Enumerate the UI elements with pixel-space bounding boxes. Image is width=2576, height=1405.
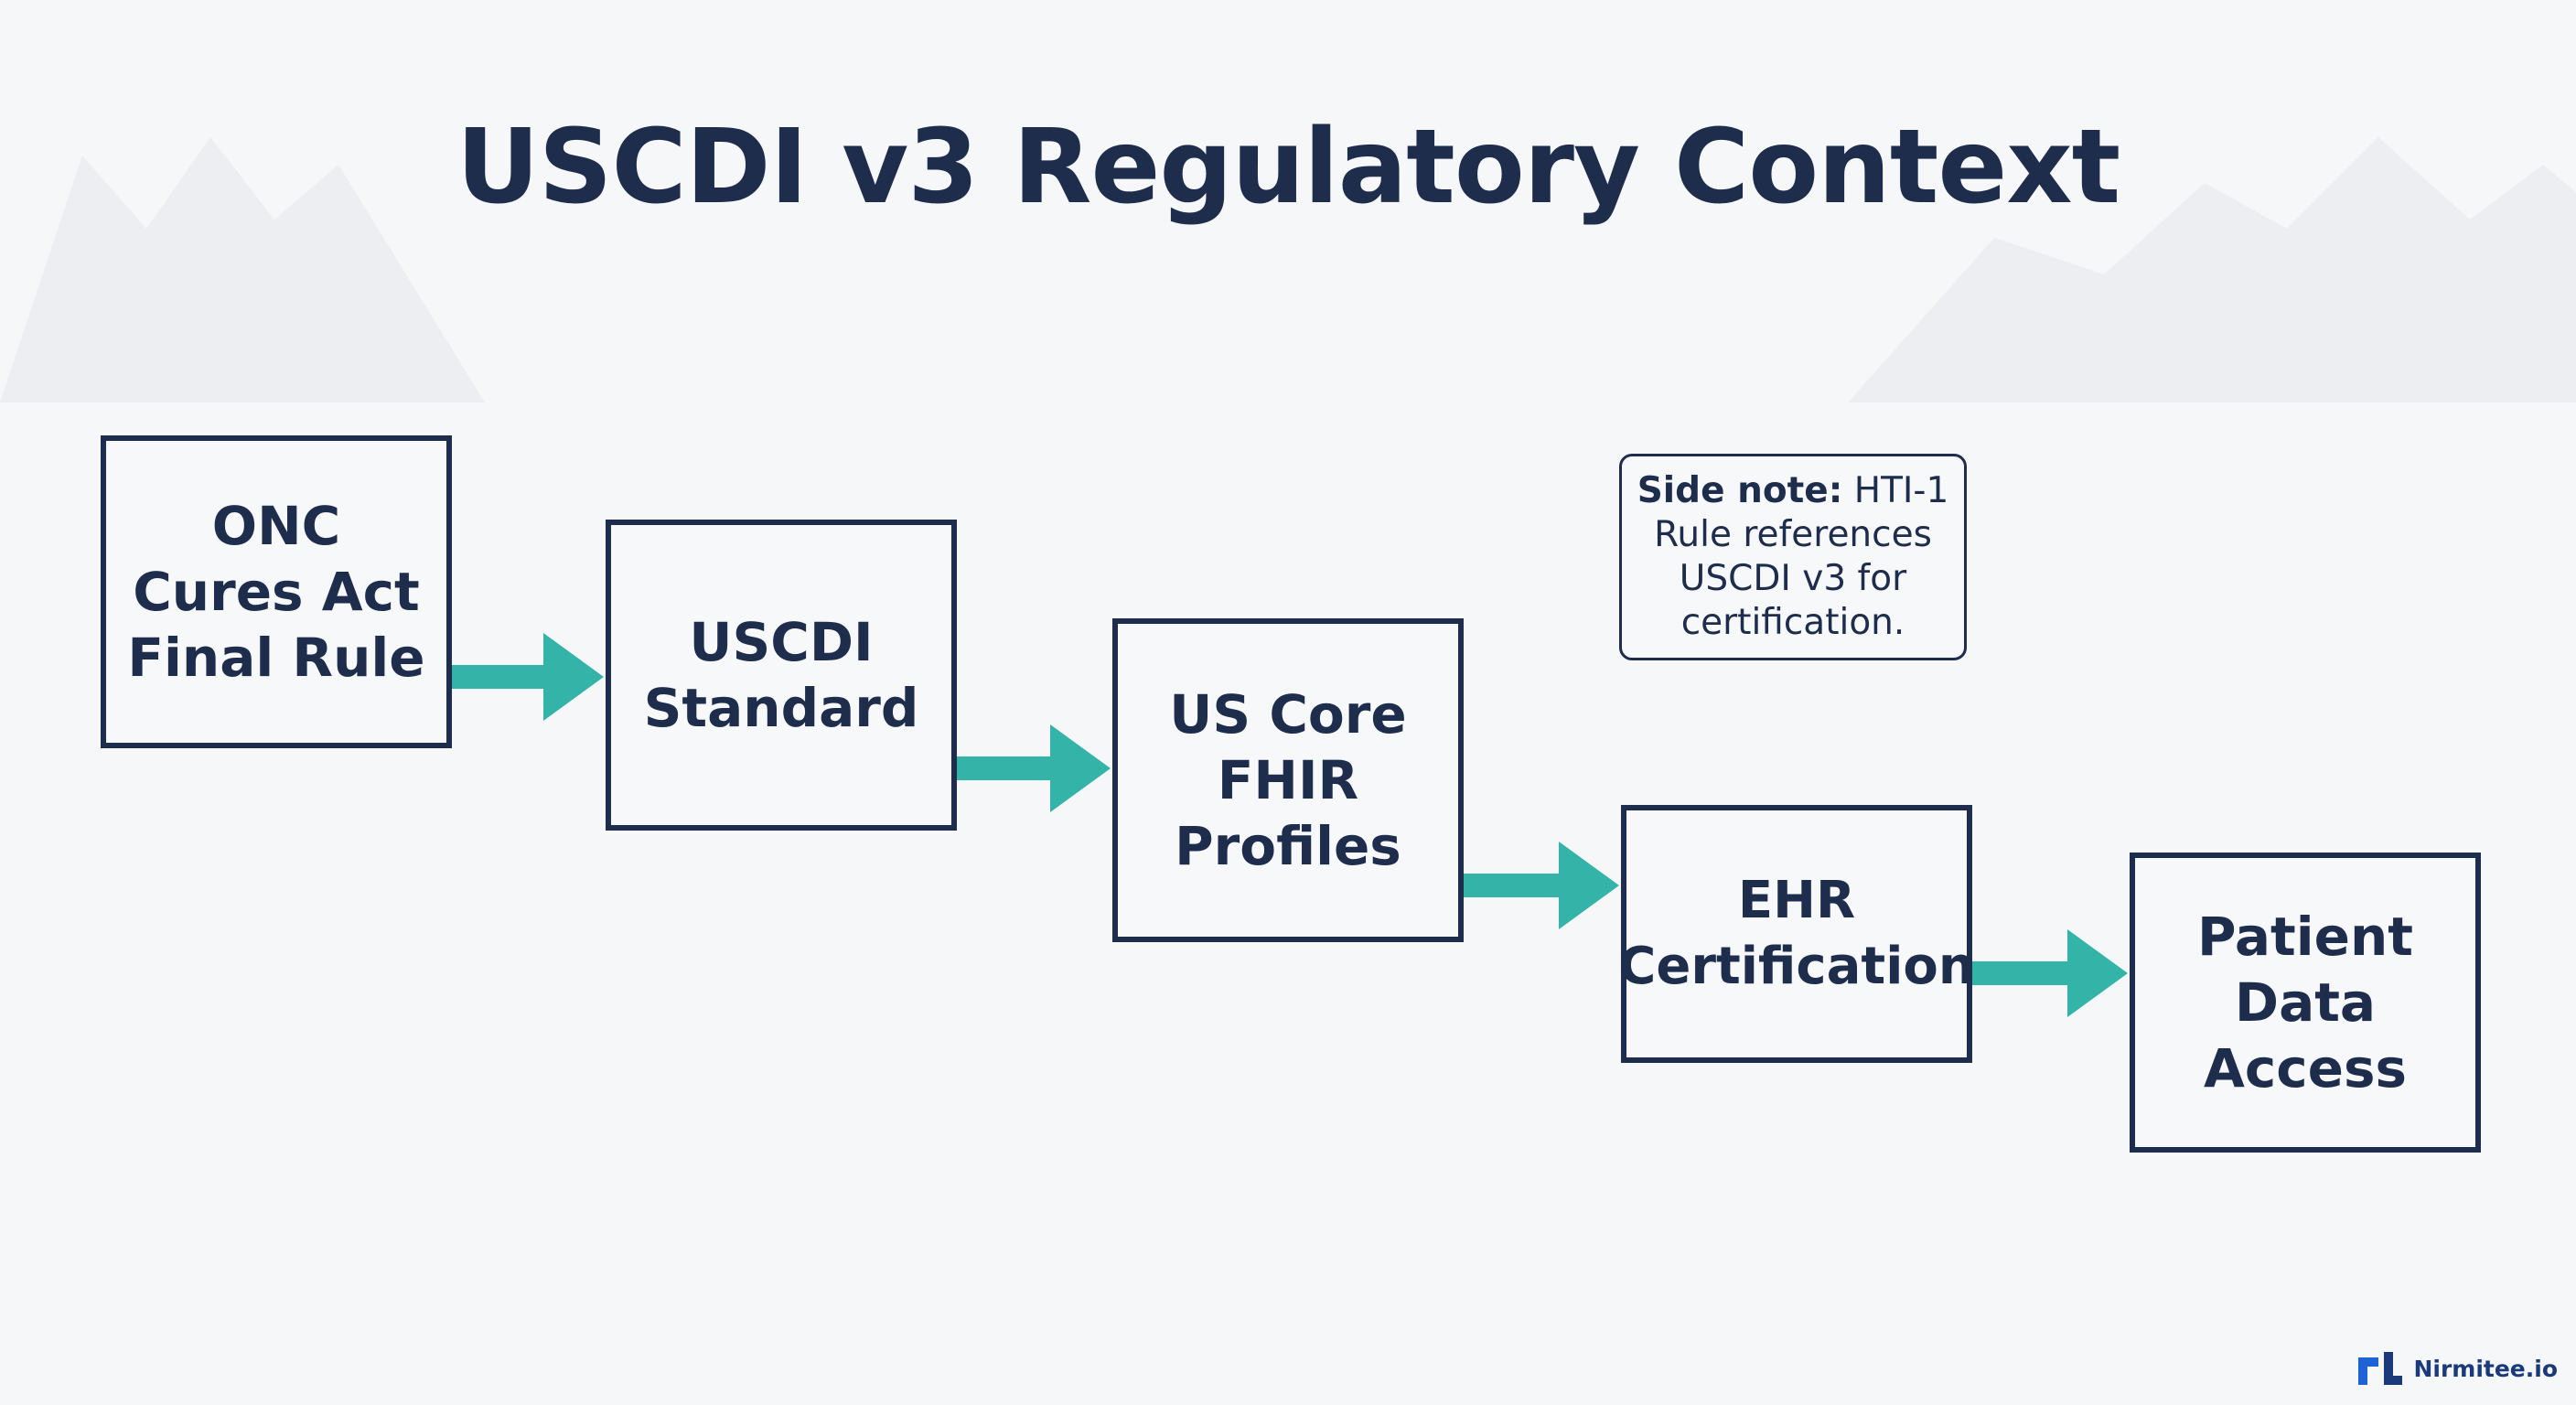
box-patient-data-access: Patient Data Access: [2130, 853, 2481, 1153]
arrow-1: [452, 633, 604, 721]
box-label: EHR Certification: [1618, 871, 1975, 996]
side-note-body: HTI-1 Rule references USCDI v3 for certi…: [1654, 470, 1949, 643]
box-uscdi-standard: USCDI Standard: [606, 520, 957, 831]
side-note-text: Side note: HTI-1 Rule references USCDI v…: [1637, 469, 1949, 645]
brand-logo-icon: [2358, 1352, 2403, 1385]
box-onc-cures-act: ONC Cures Act Final Rule: [101, 435, 452, 748]
brand: Nirmitee.io: [2358, 1352, 2558, 1385]
box-label: USCDI Standard: [643, 611, 919, 739]
box-label: US Core FHIR Profiles: [1169, 683, 1407, 877]
arrow-4: [1972, 929, 2128, 1017]
box-ehr-certification: EHR Certification: [1618, 805, 1975, 1063]
arrow-3: [1464, 842, 1619, 929]
side-note-label: Side note:: [1637, 470, 1843, 511]
box-label: Patient Data Access: [2196, 906, 2414, 1099]
box-label: ONC Cures Act Final Rule: [127, 495, 425, 689]
diagram-title: USCDI v3 Regulatory Context: [456, 108, 2120, 227]
brand-name: Nirmitee.io: [2413, 1355, 2558, 1382]
arrow-2: [957, 724, 1111, 812]
side-note: Side note: HTI-1 Rule references USCDI v…: [1619, 454, 1967, 660]
box-us-core-fhir-profiles: US Core FHIR Profiles: [1112, 618, 1464, 942]
